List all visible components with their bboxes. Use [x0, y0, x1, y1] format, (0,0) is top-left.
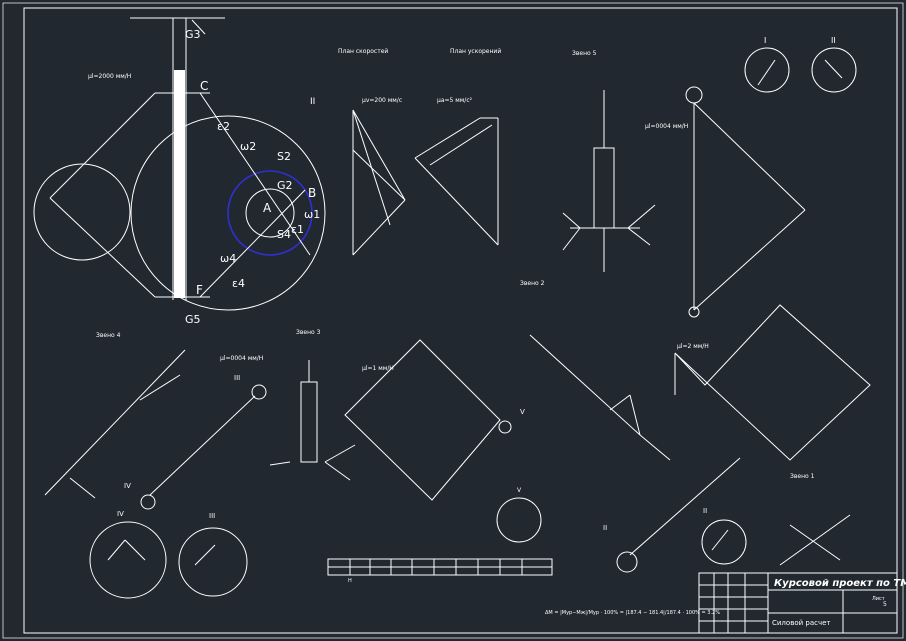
table-unit: Н	[348, 578, 352, 584]
sheet-title: Силовой расчет	[772, 619, 830, 627]
label-roman-ii-4: II	[703, 507, 707, 515]
project-title: Курсовой проект по ТММ	[774, 578, 906, 589]
label-roman-ii: II	[310, 97, 315, 107]
sheet-number: 5	[883, 601, 887, 608]
label-mu-speeds: μv=200 мм/с	[362, 97, 402, 104]
link-3-diagram: Звено 3 μl=1 мм/Н V V	[269, 329, 542, 543]
label-roman-ii-3: II	[603, 524, 607, 532]
label-roman-iv-2: IV	[117, 510, 124, 518]
error-formula: ΔМ = |Мур−Мж|/Мур · 100% = |187.4 − 181.…	[545, 610, 720, 616]
label-C: C	[200, 79, 208, 93]
label-eps1: ε1	[291, 223, 304, 236]
link-4-diagram: Звено 4 μl=0004 мм/Н III IV IV III	[44, 332, 267, 599]
label-omega1: ω1	[304, 208, 320, 221]
label-mu-accel: μa=5 мм/с²	[437, 97, 473, 104]
label-eps2: ε2	[217, 120, 230, 133]
label-roman-ii-right: II	[831, 36, 836, 45]
label-mu-top-left: μl=2000 мм/Н	[88, 73, 131, 80]
speed-plan: План скоростей μv=200 мм/с	[338, 48, 406, 256]
label-roman-v-2: V	[517, 487, 522, 494]
label-link4: Звено 4	[96, 332, 121, 339]
label-A: A	[263, 201, 272, 215]
label-G2: G2	[277, 179, 293, 192]
label-G3: G3	[185, 28, 201, 41]
link-2-diagram: Звено 2 μl=2 мм/Н II II Звено 1	[520, 280, 871, 573]
label-roman-iii: III	[234, 374, 240, 382]
mechanism-scheme: G3 μl=2000 мм/Н C ε2 ω2 S2 G2 B A ω1 ε1 …	[33, 17, 326, 326]
label-roman-iii-2: III	[209, 512, 215, 520]
label-G5: G5	[185, 313, 201, 326]
label-link1: Звено 1	[790, 473, 815, 480]
label-mu-right2: μl=2 мм/Н	[677, 343, 709, 350]
forces-table: Н	[327, 558, 553, 584]
label-eps4: ε4	[232, 277, 245, 290]
label-mu-mid: μl=0004 мм/Н	[220, 355, 263, 362]
label-roman-i: I	[764, 36, 766, 45]
label-mu-mid2: μl=1 мм/Н	[362, 365, 394, 372]
right-upper-group: μl=0004 мм/Н I II	[645, 36, 857, 318]
label-F: F	[196, 283, 203, 297]
label-S2: S2	[277, 150, 291, 163]
label-link5: Звено 5	[572, 50, 597, 57]
title-block: Курсовой проект по ТММ Силовой расчет Ли…	[698, 572, 906, 634]
label-roman-v: V	[520, 408, 525, 416]
label-S4: S4	[277, 228, 291, 241]
label-plan-accel: План ускорений	[450, 48, 501, 55]
link-5-diagram: Звено 5	[562, 50, 656, 272]
accel-plan: План ускорений μa=5 мм/с²	[414, 48, 501, 246]
label-link2: Звено 2	[520, 280, 545, 287]
sheet-label: Лист	[872, 596, 885, 602]
label-mu-right: μl=0004 мм/Н	[645, 123, 688, 130]
label-B: B	[308, 186, 316, 200]
label-omega2: ω2	[240, 140, 256, 153]
label-omega4: ω4	[220, 252, 236, 265]
label-plan-speeds: План скоростей	[338, 48, 388, 55]
inner-frame	[23, 7, 898, 634]
label-link3: Звено 3	[296, 329, 321, 336]
label-roman-iv: IV	[124, 482, 131, 490]
